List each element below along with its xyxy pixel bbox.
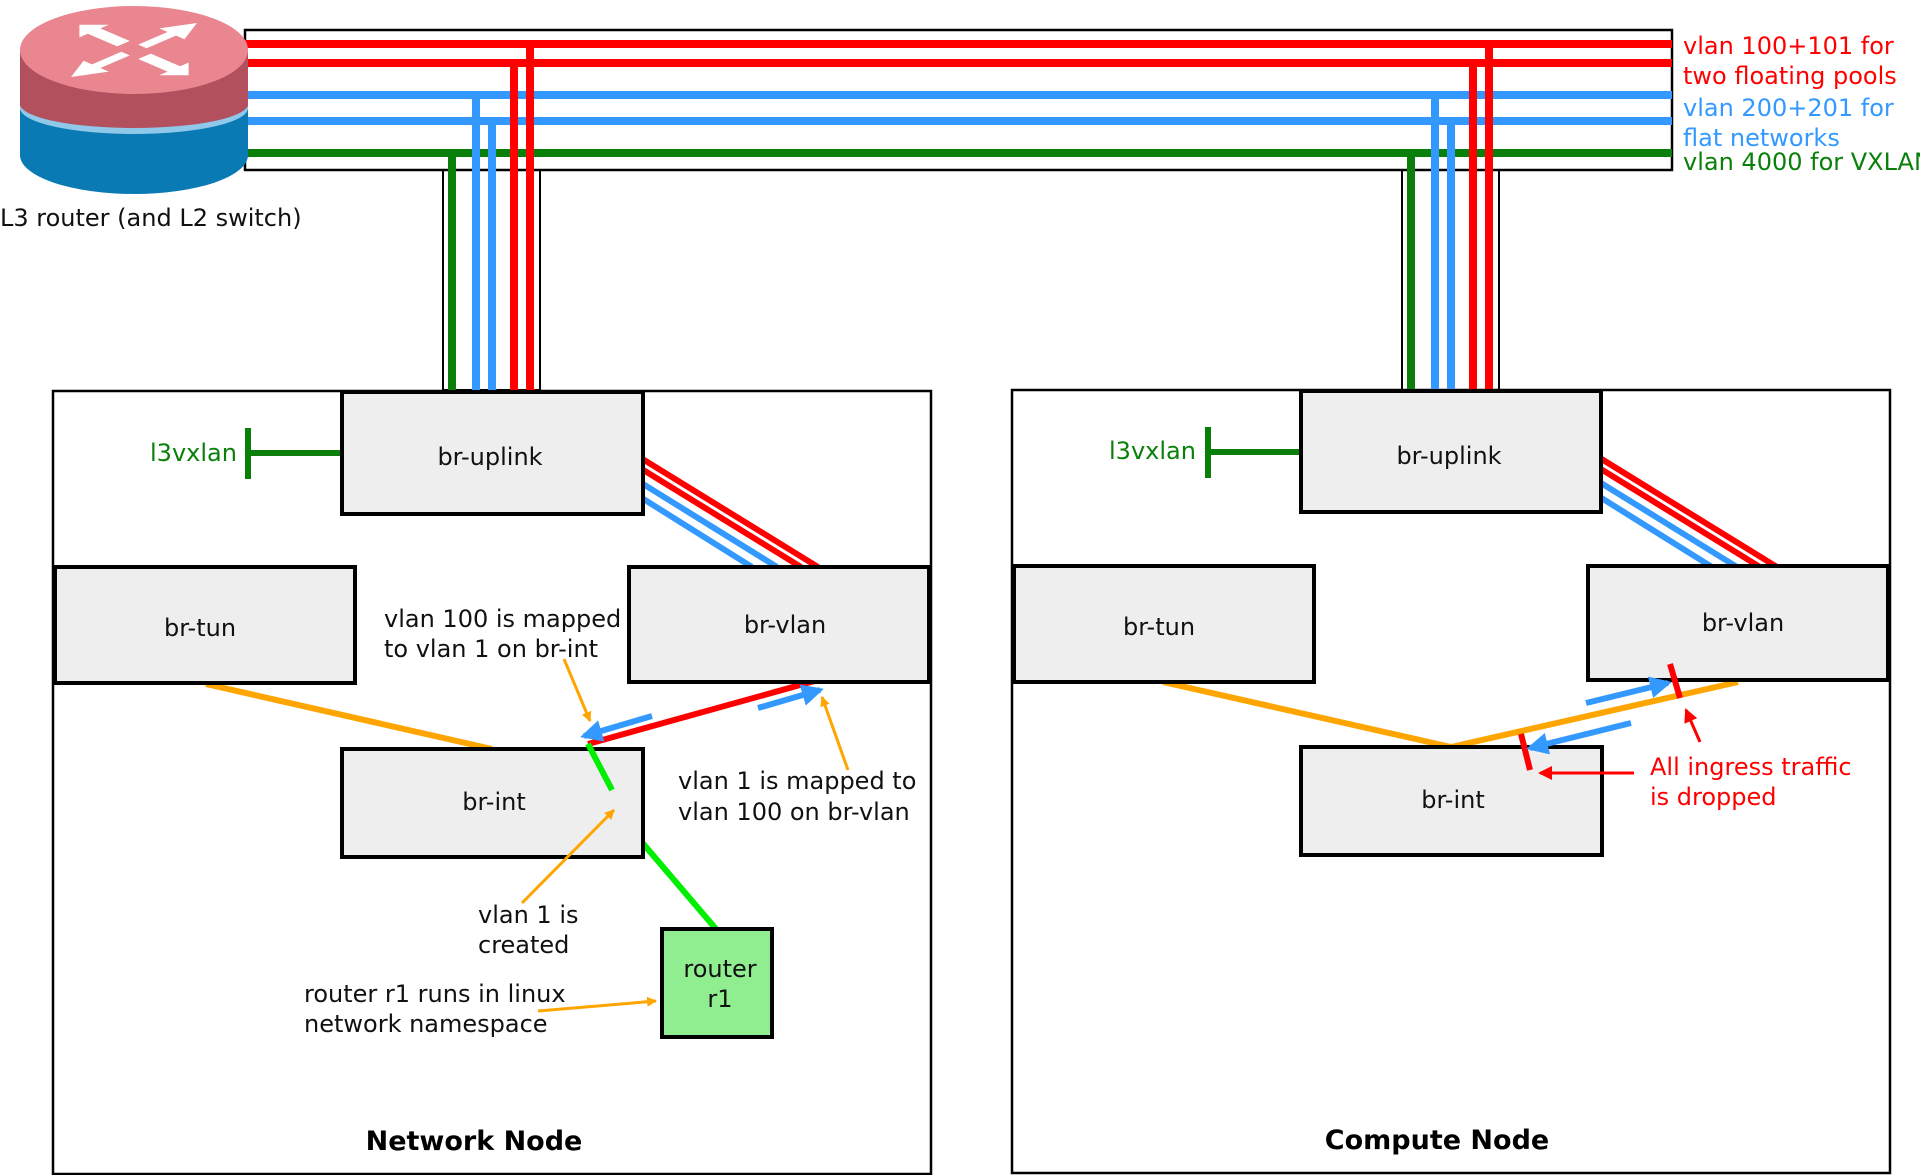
note-namespace-pointer	[537, 996, 657, 1013]
compute-br-int-box	[1299, 745, 1604, 857]
note-dropped-pointer-up	[1684, 708, 1702, 743]
network-flow-arrow-right	[757, 684, 824, 711]
l3-router-icon	[20, 6, 248, 194]
trunk-lines	[245, 40, 1672, 157]
network-br-int-label: br-int	[462, 788, 526, 816]
network-br-int-box	[340, 747, 645, 859]
compute-br-uplink-label: br-uplink	[1396, 442, 1501, 470]
compute-br-uplink-box	[1299, 389, 1603, 514]
network-l3vxlan-label: l3vxlan	[150, 439, 237, 467]
router-r1-label-line1: router	[683, 955, 756, 983]
legend-blue-line1: vlan 200+201 for	[1683, 94, 1894, 122]
legend-red-line2: two floating pools	[1683, 62, 1897, 90]
compute-br-tun-box	[1012, 564, 1316, 684]
note-created-pointer	[520, 808, 616, 905]
compute-flow-arrow-left	[1526, 720, 1632, 755]
network-flow-arrow-left	[580, 713, 653, 742]
note-vlan100-pointer	[562, 658, 592, 722]
network-br-vlan-label: br-vlan	[744, 611, 826, 639]
compute-br-tun-label: br-tun	[1123, 613, 1195, 641]
note-vlan1-line1: vlan 1 is mapped to	[678, 767, 916, 795]
compute-br-int-label: br-int	[1421, 786, 1485, 814]
router-r1-label-line2: r1	[707, 985, 732, 1013]
note-vlan1-line2: vlan 100 on br-vlan	[678, 798, 910, 826]
note-dropped-line1: All ingress traffic	[1650, 753, 1852, 781]
legend-blue-line2: flat networks	[1683, 124, 1840, 152]
network-br-uplink-box	[340, 390, 645, 516]
compute-br-vlan-box	[1586, 564, 1890, 682]
router-r1-box[interactable]	[660, 927, 774, 1039]
compute-br-vlan-label: br-vlan	[1702, 609, 1784, 637]
note-namespace-line2: network namespace	[304, 1010, 548, 1038]
note-vlan1-pointer	[820, 696, 850, 771]
legend: vlan 100+101 for two floating pools vlan…	[1683, 32, 1920, 176]
note-created-line2: created	[478, 931, 569, 959]
network-node-title: Network Node	[366, 1126, 583, 1157]
note-vlan100-line2: to vlan 1 on br-int	[384, 635, 598, 663]
note-dropped-line2: is dropped	[1650, 783, 1777, 811]
network-br-tun-label: br-tun	[164, 614, 236, 642]
router-label: L3 router (and L2 switch)	[0, 204, 302, 232]
network-br-uplink-label: br-uplink	[437, 443, 542, 471]
legend-green-line1: vlan 4000 for VXLAN	[1683, 148, 1920, 176]
note-vlan100-line1: vlan 100 is mapped	[384, 605, 621, 633]
compute-vlan-to-int-line	[1450, 679, 1739, 750]
network-br-tun-box	[53, 565, 357, 685]
compute-drop-marker-vlan	[1667, 663, 1683, 699]
compute-flow-arrow-right	[1585, 676, 1672, 706]
note-namespace-line1: router r1 runs in linux	[304, 980, 566, 1008]
network-drop-lines	[448, 44, 534, 391]
compute-drop-marker-int	[1518, 733, 1533, 771]
compute-tun-to-int-line	[1162, 679, 1452, 750]
compute-node-title: Compute Node	[1325, 1125, 1549, 1156]
compute-drop-lines	[1407, 44, 1493, 391]
note-created-line1: vlan 1 is	[478, 901, 579, 929]
compute-l3vxlan-label: l3vxlan	[1109, 437, 1196, 465]
network-br-vlan-box	[627, 565, 931, 684]
network-tun-to-int-line	[205, 681, 493, 752]
legend-red-line1: vlan 100+101 for	[1683, 32, 1894, 60]
